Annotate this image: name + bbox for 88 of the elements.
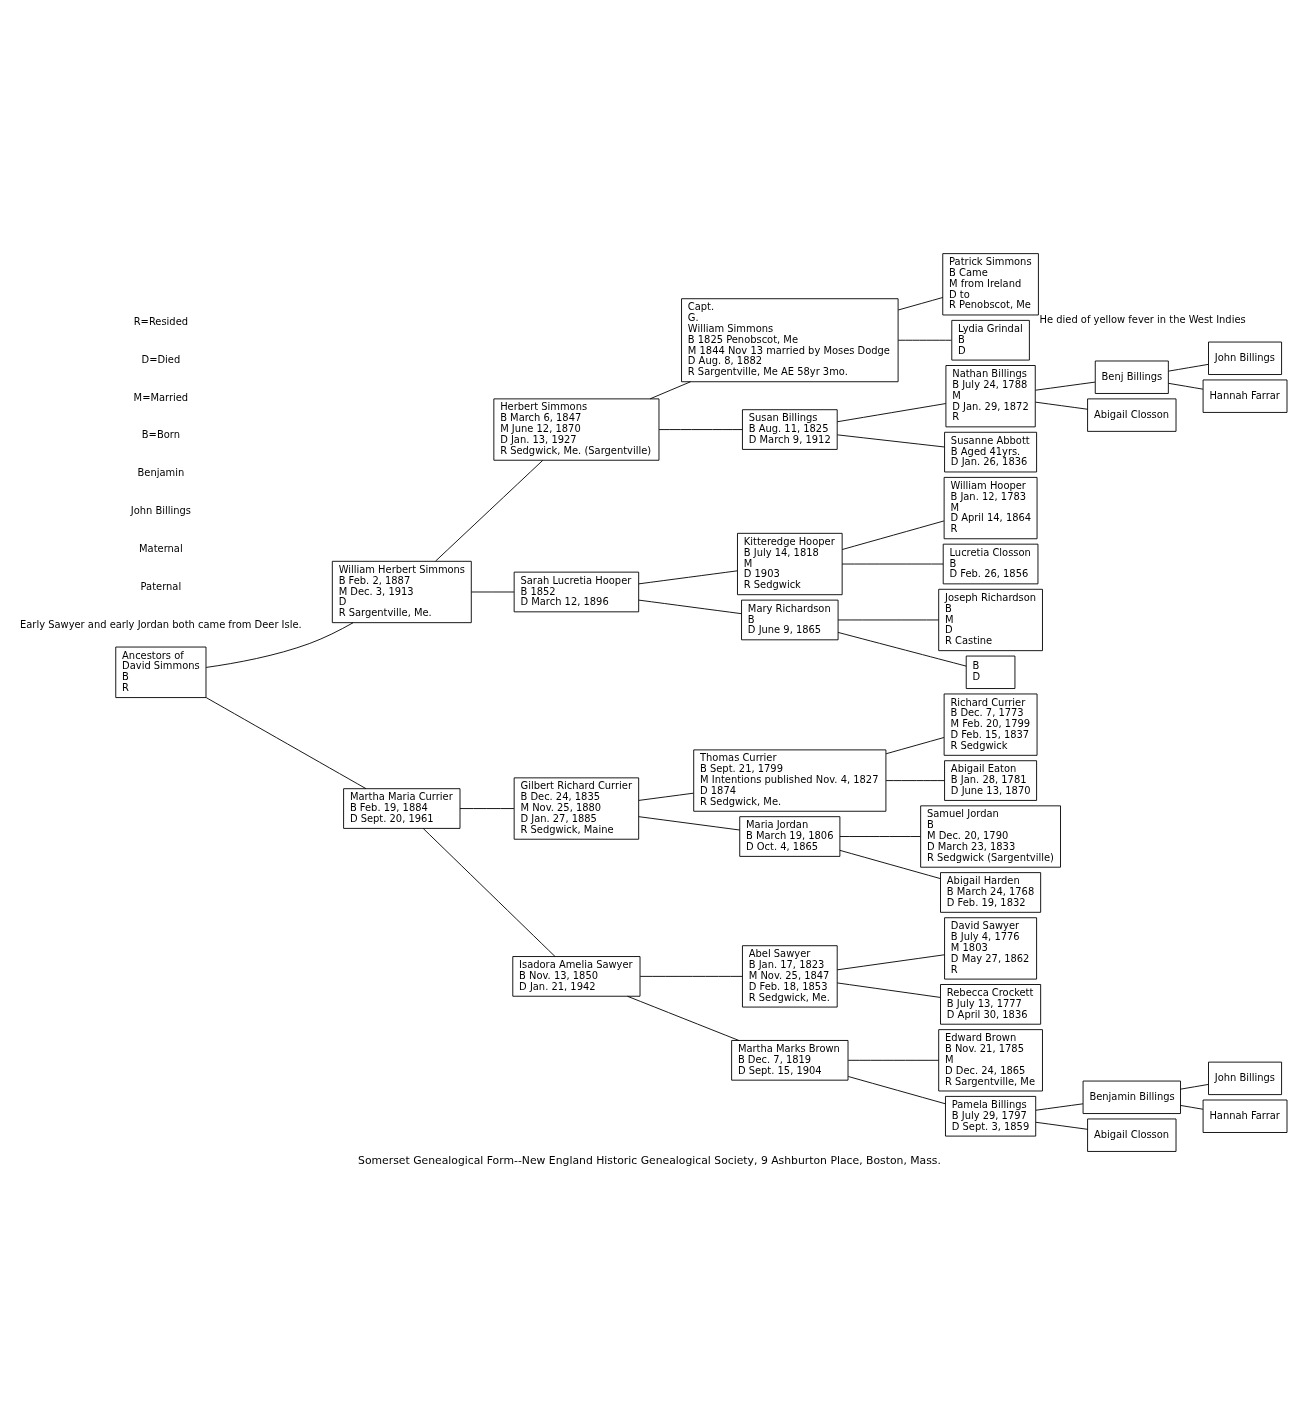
node-box: Isadora Amelia Sawyer B Nov. 13, 1850 D Jan. 21, 1942 [512,956,641,997]
connector [885,780,945,782]
connector [638,570,738,585]
connector [638,599,742,615]
label: R=Resided [133,315,189,327]
connector [1180,1084,1209,1090]
connector [847,1076,946,1105]
connector [1168,363,1209,372]
node-box: Rebecca Crockett B July 13, 1777 D April 30, 1836 [940,984,1042,1025]
connector [1180,1105,1204,1110]
connector [897,339,952,341]
connector [839,849,941,880]
node-box: Ancestors of David Simmons B R [115,646,207,698]
node-box: Martha Maria Currier B Feb. 19, 1884 D Sept. 20, 1961 [343,788,461,829]
connector [847,1059,940,1061]
node-box: Richard Currier B Dec. 7, 1773 M Feb. 20, 1799 D Feb. 15, 1837 R Sedgwick [943,693,1038,756]
node-box: Kitteredge Hooper B July 14, 1818 M D 1903 R Sedgwick [737,532,843,596]
node-box: Benj Billings [1094,360,1169,394]
node-box: B D [965,655,1016,689]
label: Maternal [139,543,183,555]
node-box: Gilbert Richard Currier B Dec. 24, 1835 M Nov. 25, 1880 D Jan. 27, 1885 R Sedgwick, Maine [513,777,640,840]
connector [836,403,947,423]
connector [839,836,921,837]
connector [649,381,691,400]
node-box: William Hooper B Jan. 12, 1783 M D April 14, 1864 R [943,476,1038,540]
label: B=Born [141,429,180,441]
connector [1168,382,1204,390]
connector [639,975,743,977]
node-box: John Billings [1208,1061,1283,1096]
connector [471,591,515,593]
label: Benjamin [137,467,185,479]
node-box: David Sawyer B July 4, 1776 M 1803 D May 27, 1862 R [944,917,1038,980]
node-box: Thomas Currier B Sept. 21, 1799 M Intentions published Nov. 4, 1827 D 1874 R Sedgwick, Me. [693,749,887,812]
connector [897,297,944,311]
caption: Somerset Genealogical Form--New England Historic Genealogical Society, 9 Ashburton Place, Boston, Mass. [358,1153,941,1167]
connector [658,429,743,430]
connector [841,563,944,565]
connector [459,808,515,809]
node-box: John Billings [1208,341,1283,375]
node-box: Lucretia Closson B D Feb. 26, 1856 [942,543,1039,585]
label: Early Sawyer and early Jordan both came from Deer Isle. [20,618,302,630]
node-box: Samuel Jordan B M Dec. 20, 1790 D March 23, 1833 R Sedgwick (Sargentville) [920,805,1061,868]
node-box: Joseph Richardson B M D R Castine [938,588,1043,652]
connector [836,954,945,971]
node-box: Capt. G. William Simmons B 1825 Penobscot, Me M 1844 Nov 13 married by Moses Dodge D Aug. 8, 1882 R Sargentville, Me AE 58yr 3mo. [681,298,899,383]
connector [627,995,740,1041]
node-box: Martha Marks Brown B Dec. 7, 1819 D Sept. 15, 1904 [731,1040,849,1081]
connector [422,828,556,957]
node-box: Benjamin Billings [1082,1080,1181,1114]
node-box: Sarah Lucretia Hooper B 1852 D March 12, 1896 [513,571,640,613]
connector [1035,1103,1084,1111]
node-box: Mary Richardson B D June 9, 1865 [741,599,839,641]
node-box: Abigail Eaton B Jan. 28, 1781 D June 13, 1870 [944,760,1038,801]
node-box: Susanne Abbott B Aged 41yrs. D Jan. 26, 1836 [944,431,1038,473]
node-box: Abel Sawyer B Jan. 17, 1823 M Nov. 25, 1847 D Feb. 18, 1853 R Sedgwick, Me. [742,945,838,1008]
label: D=Died [141,353,181,365]
connector [885,737,945,755]
node-box: Abigail Closson [1087,1118,1177,1152]
node-box: Hannah Farrar [1202,379,1288,413]
node-box: Abigail Closson [1087,398,1177,432]
connector [205,622,354,668]
connector [836,434,945,448]
node-box: Susan Billings B Aug. 11, 1825 D March 9, 1912 [742,409,838,450]
node-box: Edward Brown B Nov. 21, 1785 M D Dec. 24, 1865 R Sargentville, Me [938,1029,1043,1092]
node-label: He died of yellow fever in the West Indies [1039,313,1246,325]
connector [841,520,945,550]
node-box: Herbert Simmons B March 6, 1847 M June 12, 1870 D Jan. 13, 1927 R Sedgwick, Me. (Sargentville) [493,398,660,461]
connector [837,631,967,667]
connector [638,792,694,801]
label: John Billings [130,505,191,517]
connector [1035,381,1096,391]
node-box: Lydia Grindal B D [951,319,1030,361]
node-box: William Herbert Simmons B Feb. 2, 1887 M Dec. 3, 1913 D R Sargentville, Me. [331,560,472,624]
connector [435,459,544,562]
node-box: Nathan Billings B July 24, 1788 M D Jan. 29, 1872 R [945,365,1036,428]
connector [836,982,941,998]
node-box: Abigail Harden B March 24, 1768 D Feb. 19, 1832 [940,872,1042,913]
node-box: Patrick Simmons B Came M from Ireland D to R Penobscot, Me [942,253,1039,316]
connector [638,816,741,831]
connector [837,619,939,621]
node-box: Hannah Farrar [1202,1099,1288,1133]
label: M=Married [133,391,189,403]
label: Paternal [140,581,182,592]
node-box: Maria Jordan B March 19, 1806 D Oct. 4, 1865 [739,816,841,857]
connector [205,697,367,790]
connector [1035,1121,1088,1130]
connector [1035,401,1088,410]
node-box: Pamela Billings B July 29, 1797 D Sept. 3, 1859 [945,1095,1037,1137]
